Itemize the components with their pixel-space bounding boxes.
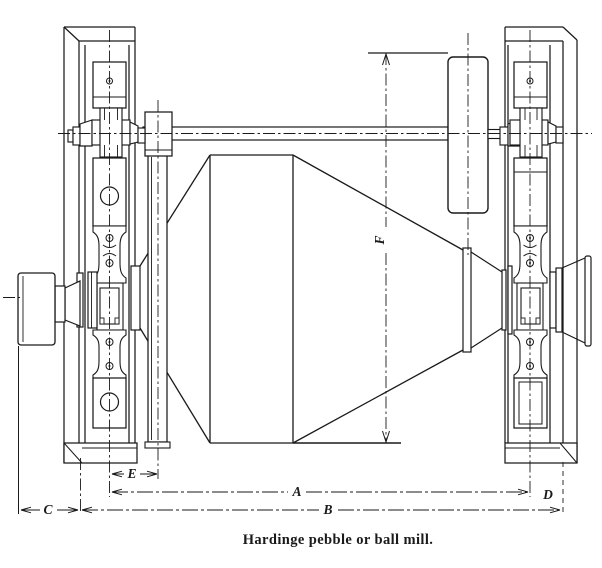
dimension-a-label: A	[291, 484, 301, 499]
feed-shaft	[54, 285, 66, 323]
discharge-flange	[462, 247, 472, 353]
mill-drum	[139, 154, 464, 444]
right-shaft-bearing	[487, 107, 564, 158]
dimension-b-label: B	[322, 502, 332, 517]
feed-coupling	[17, 272, 56, 346]
centerlines	[3, 30, 592, 497]
left-shaft-bearing	[67, 107, 146, 158]
right-stand-plates	[513, 61, 548, 429]
left-bearing-stand	[63, 26, 138, 464]
discharge-spout	[561, 255, 592, 347]
dimension-labels: A B C D E F	[43, 235, 553, 517]
feed-shaft-taper	[64, 280, 81, 327]
dimension-f-label: F	[372, 235, 387, 245]
figure-caption: Hardinge pebble or ball mill.	[242, 532, 434, 548]
right-bearing-stand	[504, 26, 578, 464]
dimension-e-label: E	[126, 466, 136, 481]
dimension-c-label: C	[43, 502, 53, 517]
feed-trunnion-assembly	[17, 265, 141, 346]
discharge-assembly	[462, 247, 592, 353]
dimension-lines	[18, 52, 564, 514]
support-column	[144, 111, 173, 449]
dimension-d-label: D	[542, 487, 553, 502]
